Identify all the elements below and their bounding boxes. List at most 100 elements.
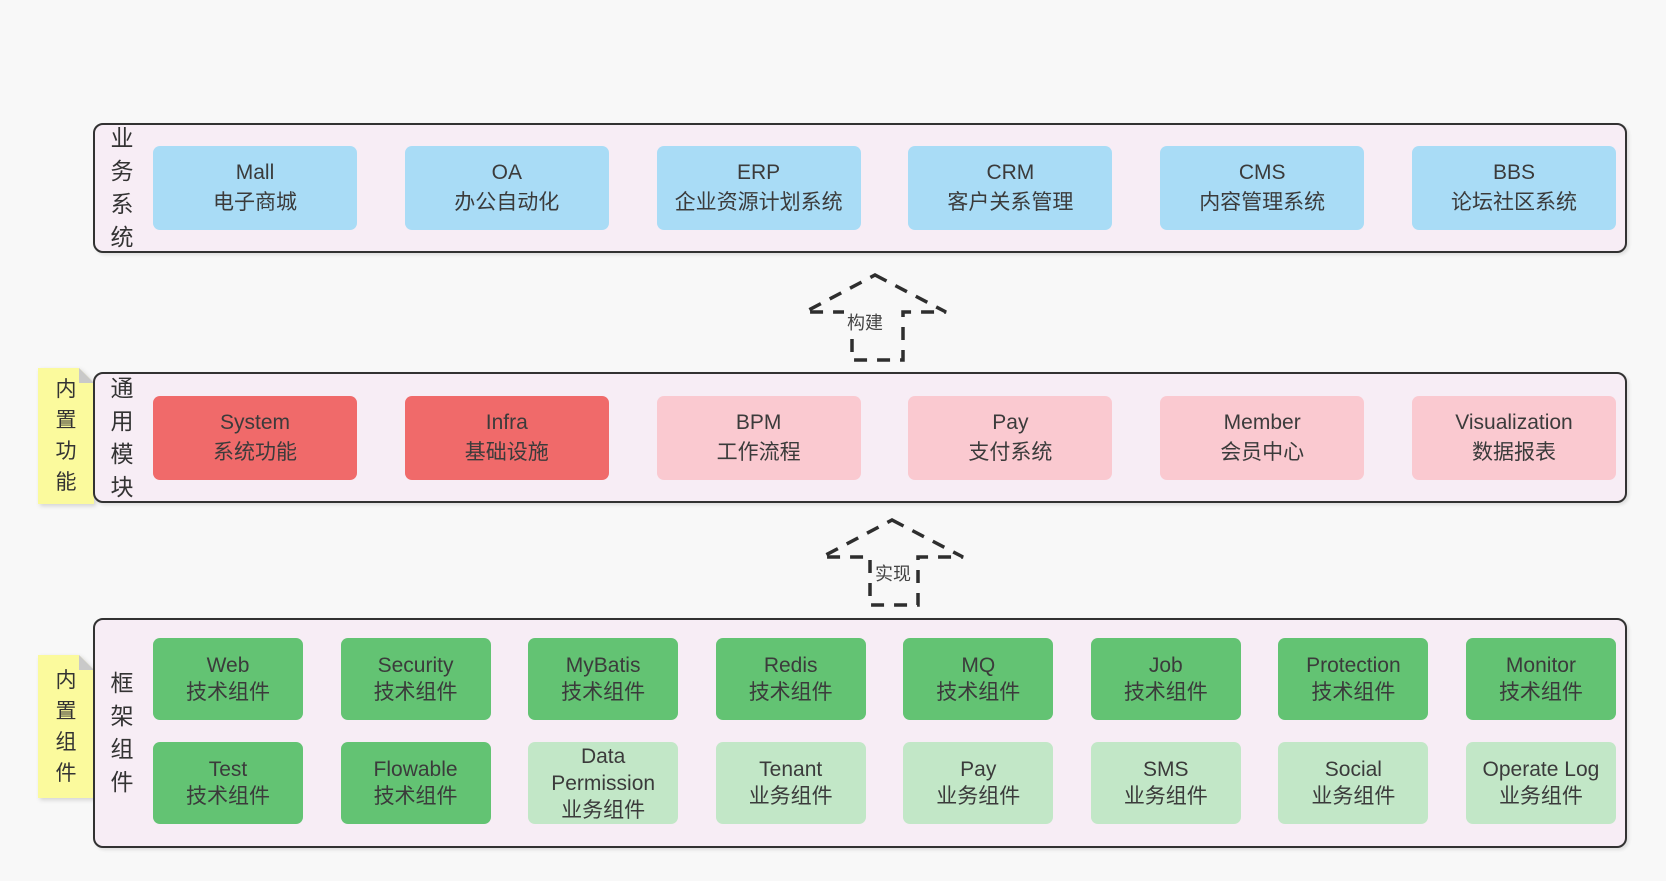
node-cms-desc: 内容管理系统 bbox=[1199, 191, 1326, 214]
node-sms-name: SMS bbox=[1143, 758, 1189, 781]
node-test-desc: 技术组件 bbox=[186, 785, 270, 808]
panel-business-label-text: 业务系统 bbox=[110, 125, 134, 250]
node-flowable-desc: 技术组件 bbox=[373, 785, 458, 808]
node-data-permission-desc: 业务组件 bbox=[561, 798, 646, 822]
sticky-note-built-in-components: 内置组件 bbox=[38, 655, 94, 798]
node-bpm: BPM 工作流程 bbox=[656, 395, 861, 480]
panel-framework-components: 框架组件 Web 技术组件 Security 技术组件 MyBatis 技术组件… bbox=[93, 618, 1627, 848]
node-web-name: Web bbox=[206, 654, 250, 677]
node-bpm-name: BPM bbox=[735, 410, 782, 434]
modules-row: System 系统功能 Infra 基础设施 BPM 工作流程 Pay 支付系统… bbox=[153, 374, 1616, 501]
node-redis-desc: 技术组件 bbox=[748, 681, 833, 704]
node-member: Member 会员中心 bbox=[1160, 395, 1365, 480]
up-arrow-build: 构建 bbox=[760, 268, 960, 364]
node-mq-desc: 技术组件 bbox=[936, 681, 1021, 704]
sticky-note-text: 内置组件 bbox=[55, 668, 77, 785]
node-visualization-desc: 数据报表 bbox=[1471, 440, 1556, 464]
node-erp: ERP 企业资源计划系统 bbox=[656, 146, 861, 230]
panel-modules-label-text: 通用模块 bbox=[110, 374, 134, 500]
node-crm-name: CRM bbox=[986, 161, 1035, 184]
node-mall-desc: 电子商城 bbox=[213, 191, 297, 214]
node-social-name: Social bbox=[1324, 758, 1382, 781]
node-mall: Mall 电子商城 bbox=[153, 146, 357, 230]
node-tenant-desc: 业务组件 bbox=[748, 785, 833, 808]
node-monitor-desc: 技术组件 bbox=[1498, 681, 1583, 704]
node-visualization-name: Visualization bbox=[1455, 410, 1573, 434]
node-oa-desc: 办公自动化 bbox=[454, 191, 560, 214]
node-infra-name: Infra bbox=[485, 410, 528, 434]
panel-components-label-text: 框架组件 bbox=[110, 670, 134, 795]
sticky-note-built-in-features: 内置功能 bbox=[38, 368, 94, 504]
node-operate-log: Operate Log 业务组件 bbox=[1465, 742, 1616, 824]
node-job: Job 技术组件 bbox=[1090, 638, 1241, 720]
node-monitor: Monitor 技术组件 bbox=[1465, 638, 1616, 720]
up-arrow-icon bbox=[804, 273, 947, 362]
node-web: Web 技术组件 bbox=[153, 638, 303, 720]
node-mybatis-name: MyBatis bbox=[565, 654, 641, 677]
node-infra-desc: 基础设施 bbox=[464, 440, 549, 464]
node-bpm-desc: 工作流程 bbox=[716, 440, 801, 464]
arrow-implement-label: 实现 bbox=[872, 559, 914, 587]
up-arrow-implement: 实现 bbox=[780, 512, 980, 608]
node-redis: Redis 技术组件 bbox=[715, 638, 866, 720]
business-row: Mall 电子商城 OA 办公自动化 ERP 企业资源计划系统 CRM 客户关系… bbox=[153, 125, 1616, 251]
panel-business-label: 业务系统 bbox=[107, 125, 137, 251]
node-protection: Protection 技术组件 bbox=[1278, 638, 1429, 720]
node-bbs: BBS 论坛社区系统 bbox=[1411, 146, 1616, 230]
node-operate-log-desc: 业务组件 bbox=[1498, 785, 1583, 808]
node-bbs-name: BBS bbox=[1492, 161, 1535, 184]
folded-corner-icon bbox=[79, 368, 94, 383]
node-data-permission: Data Permission 业务组件 bbox=[528, 742, 679, 824]
node-mybatis-desc: 技术组件 bbox=[561, 681, 646, 704]
node-monitor-name: Monitor bbox=[1505, 654, 1576, 677]
components-row-1: Web 技术组件 Security 技术组件 MyBatis 技术组件 Redi… bbox=[153, 638, 1616, 720]
node-flowable: Flowable 技术组件 bbox=[340, 742, 491, 824]
node-mq: MQ 技术组件 bbox=[903, 638, 1054, 720]
panel-modules-label: 通用模块 bbox=[107, 374, 137, 501]
node-visualization: Visualization 数据报表 bbox=[1411, 395, 1616, 480]
node-pay-business: Pay 业务组件 bbox=[903, 742, 1054, 824]
node-cms: CMS 内容管理系统 bbox=[1160, 146, 1365, 230]
node-pay: Pay 支付系统 bbox=[908, 395, 1113, 480]
node-security: Security 技术组件 bbox=[340, 638, 491, 720]
node-security-name: Security bbox=[377, 654, 454, 677]
node-mybatis: MyBatis 技术组件 bbox=[528, 638, 679, 720]
up-arrow-icon bbox=[821, 518, 964, 607]
components-row-2: Test 技术组件 Flowable 技术组件 Data Permission … bbox=[153, 742, 1616, 824]
node-protection-desc: 技术组件 bbox=[1311, 681, 1396, 704]
node-pay-business-name: Pay bbox=[960, 758, 997, 781]
node-redis-name: Redis bbox=[763, 654, 818, 677]
node-security-desc: 技术组件 bbox=[373, 681, 458, 704]
sticky-note-body: 内置组件 bbox=[38, 655, 94, 798]
node-sms: SMS 业务组件 bbox=[1090, 742, 1241, 824]
node-social-desc: 业务组件 bbox=[1311, 785, 1396, 808]
node-test-name: Test bbox=[208, 758, 248, 781]
node-flowable-name: Flowable bbox=[373, 758, 458, 781]
node-system: System 系统功能 bbox=[153, 395, 357, 480]
node-job-desc: 技术组件 bbox=[1123, 681, 1208, 704]
node-test: Test 技术组件 bbox=[153, 742, 303, 824]
node-erp-name: ERP bbox=[737, 161, 781, 184]
node-web-desc: 技术组件 bbox=[186, 681, 270, 704]
node-job-name: Job bbox=[1148, 654, 1183, 677]
node-tenant: Tenant 业务组件 bbox=[715, 742, 866, 824]
sticky-note-body: 内置功能 bbox=[38, 368, 94, 504]
node-tenant-name: Tenant bbox=[759, 758, 823, 781]
node-crm: CRM 客户关系管理 bbox=[908, 146, 1113, 230]
node-bbs-desc: 论坛社区系统 bbox=[1450, 191, 1577, 214]
node-operate-log-name: Operate Log bbox=[1482, 758, 1600, 781]
node-member-name: Member bbox=[1223, 410, 1301, 434]
node-oa: OA 办公自动化 bbox=[404, 146, 609, 230]
node-data-permission-name: Data Permission bbox=[551, 744, 656, 795]
sticky-note-text: 内置功能 bbox=[55, 378, 77, 494]
node-erp-desc: 企业资源计划系统 bbox=[674, 191, 843, 214]
node-sms-desc: 业务组件 bbox=[1123, 785, 1208, 808]
panel-components-label: 框架组件 bbox=[107, 620, 137, 846]
node-cms-name: CMS bbox=[1238, 161, 1286, 184]
node-pay-business-desc: 业务组件 bbox=[936, 785, 1021, 808]
node-mq-name: MQ bbox=[961, 654, 996, 677]
node-protection-name: Protection bbox=[1306, 654, 1401, 677]
node-pay-name: Pay bbox=[992, 410, 1029, 434]
panel-business-systems: 业务系统 Mall 电子商城 OA 办公自动化 ERP 企业资源计划系统 CRM… bbox=[93, 123, 1627, 253]
